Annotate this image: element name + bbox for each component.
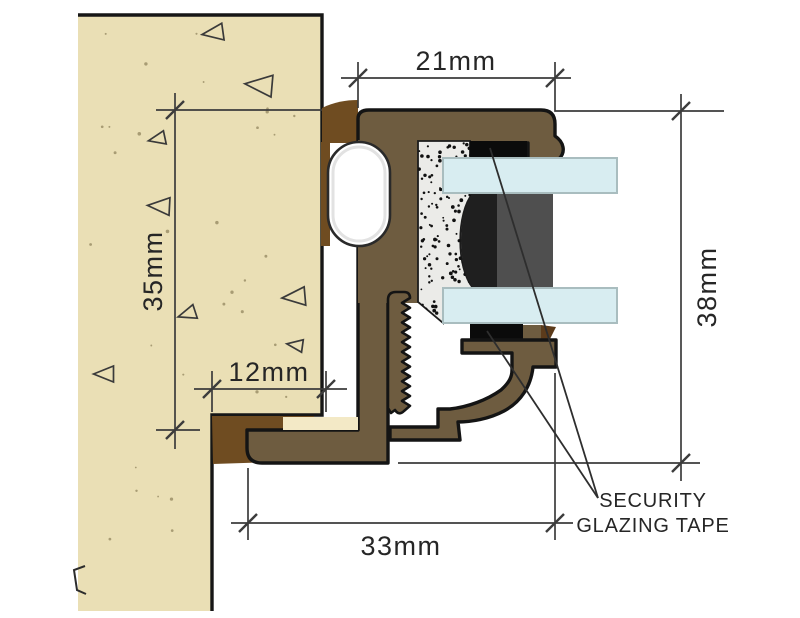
fixing-channel-inner-shade	[331, 145, 387, 243]
wall-break-mark	[72, 565, 87, 595]
annotation-security-line1: SECURITY	[599, 490, 707, 512]
tick	[202, 379, 222, 399]
glazing-bead-profile	[388, 338, 558, 442]
tick	[545, 68, 565, 88]
tick	[316, 379, 336, 399]
mortar-seal-top-sliver	[321, 142, 330, 246]
dimension-lines	[156, 62, 724, 540]
annotation-security-line2: GLAZING TAPE	[576, 515, 729, 537]
dim-label-35mm: 35mm	[138, 230, 168, 311]
tape-clip	[523, 325, 541, 340]
leader-lines	[486, 147, 599, 499]
fixing-channel-hole	[326, 140, 392, 248]
tick	[348, 68, 368, 88]
wall-section	[78, 15, 322, 611]
aggregate-specks	[89, 32, 296, 541]
tick	[671, 101, 691, 121]
security-tape-bottom	[470, 324, 523, 340]
dim-21-ext-right-elbow	[554, 62, 724, 112]
wall-outline	[78, 13, 324, 611]
dim-label-12mm: 12mm	[228, 357, 309, 387]
tick	[545, 513, 565, 533]
aggregate-triangles	[91, 21, 307, 384]
security-tape-top	[470, 141, 527, 158]
tick	[671, 453, 691, 473]
tape-wedge-seal	[541, 325, 556, 341]
tick	[165, 420, 185, 440]
glass-pane-inner	[442, 287, 618, 324]
dim-label-38mm: 38mm	[692, 246, 722, 327]
glass-pane-outer	[442, 157, 618, 194]
leader-bottom-tape	[486, 330, 599, 499]
tick	[238, 513, 258, 533]
dim-label-21mm: 21mm	[415, 46, 496, 76]
frame-head-profile	[356, 108, 565, 161]
packer-strip	[283, 417, 358, 430]
tick	[165, 100, 185, 120]
dim-label-33mm: 33mm	[360, 531, 441, 561]
leader-top-tape	[489, 147, 599, 499]
mortar-seal-top	[322, 100, 358, 143]
gasket-strip	[386, 290, 412, 415]
spacer-block-light	[497, 193, 553, 288]
